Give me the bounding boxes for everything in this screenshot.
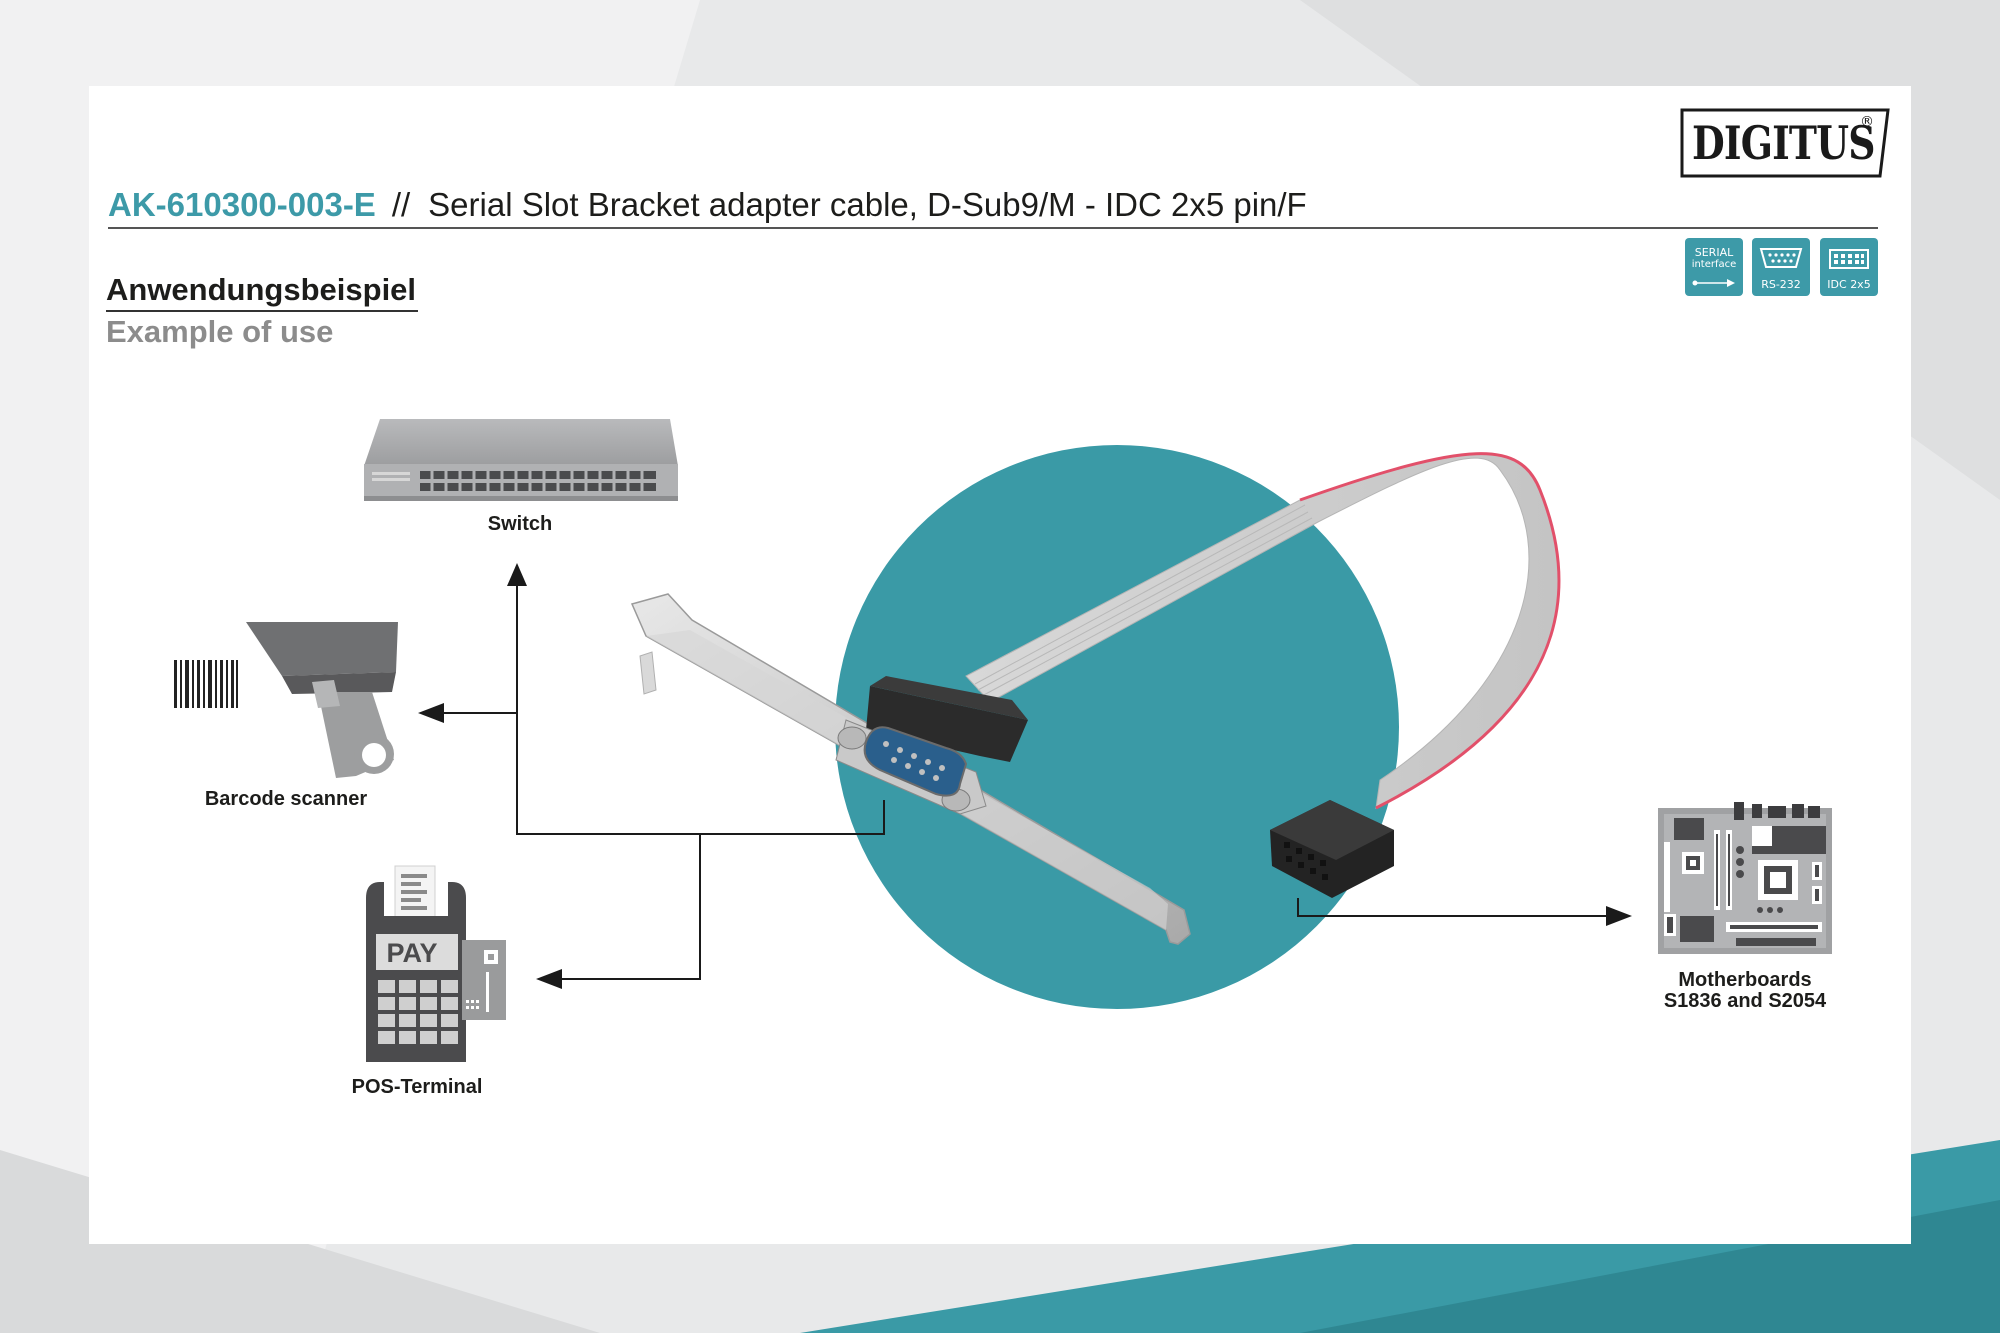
idc-connector [1270, 800, 1394, 898]
model-number: AK-610300-003-E [108, 186, 376, 223]
product-title: AK-610300-003-E // Serial Slot Bracket ada… [108, 182, 1307, 228]
ribbon-cable [965, 452, 1561, 810]
registered-mark: ® [1860, 114, 1874, 130]
title-divider [108, 227, 1878, 229]
badge-rs232-label: RS-232 [1761, 278, 1801, 291]
motherboards-label: Motherboards S1836 and S2054 [1620, 970, 1870, 1012]
digitus-logo-frame [1680, 108, 1890, 178]
title-separator: // [391, 186, 411, 223]
switch-label: Switch [487, 513, 553, 535]
arrow-icon [1692, 279, 1735, 287]
pos-terminal-icon: PAY [366, 865, 506, 1062]
connection-lines [440, 580, 1608, 980]
barcode-scanner-icon [174, 622, 398, 778]
pos-terminal-label: POS-Terminal [351, 1076, 483, 1098]
serial-interface-badge: SERIAL interface [1685, 238, 1743, 296]
section-heading-english: Example of use [106, 314, 334, 349]
motherboards-label-line1: Motherboards [1678, 969, 1812, 991]
section-heading-german: Anwendungsbeispiel [106, 270, 419, 312]
motherboards-label-line2: S1836 and S2054 [1663, 990, 1827, 1012]
badge-idc-label: IDC 2x5 [1827, 278, 1871, 291]
product-description: Serial Slot Bracket adapter cable, D-Sub… [428, 186, 1307, 223]
rs232-badge: RS-232 [1752, 238, 1810, 296]
pos-screen-text: PAY [386, 938, 437, 968]
dsub9-connector [835, 676, 1028, 815]
badge-serial-line1: SERIAL [1694, 246, 1734, 259]
dsub-connector-icon [1759, 248, 1803, 268]
idc-connector-icon [1829, 249, 1869, 269]
network-switch-icon [364, 419, 678, 501]
accent-circle [835, 445, 1399, 1009]
badge-serial-line2: interface [1691, 259, 1737, 270]
barcode-scanner-label: Barcode scanner [204, 788, 368, 810]
idc-badge: IDC 2x5 [1820, 238, 1878, 296]
motherboard-icon [1658, 802, 1832, 954]
arrowheads [418, 563, 1632, 989]
